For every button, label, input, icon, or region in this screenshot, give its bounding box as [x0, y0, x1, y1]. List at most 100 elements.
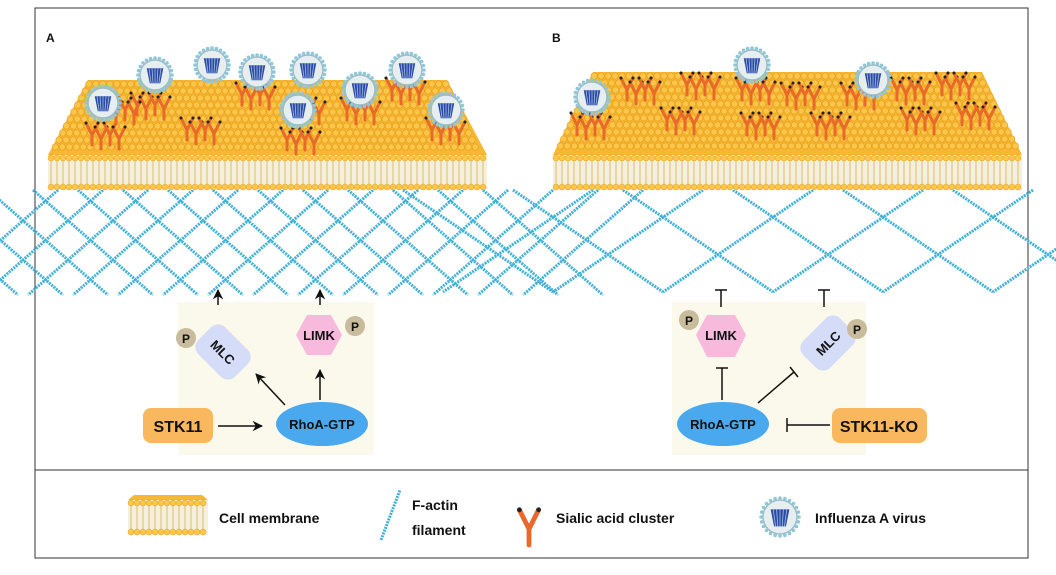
panel-a-membrane-scene [0, 46, 644, 297]
influenza-virus-icon [84, 84, 122, 122]
influenza-virus-icon [279, 91, 317, 129]
f-actin-filament [992, 247, 1056, 294]
legend-sialic-acid-icon [516, 507, 542, 548]
legend-virus-label: Influenza A virus [815, 510, 926, 526]
f-actin-filament [162, 188, 284, 297]
f-actin-filament [522, 188, 644, 297]
sialic-acid-icon [926, 110, 942, 136]
sialic-acid-icon [126, 100, 142, 126]
f-actin-filament [0, 188, 104, 283]
stk11-ko-label: STK11-KO [840, 419, 918, 436]
legend-virus-icon [759, 496, 801, 538]
f-actin-filament [552, 188, 704, 294]
f-actin-filament [252, 188, 374, 297]
f-actin-filament [662, 188, 814, 294]
legend-membrane-label: Cell membrane [219, 510, 320, 526]
sialic-acid-icon [646, 80, 662, 106]
f-actin-filament [167, 188, 289, 297]
legend-actin-icon [379, 489, 402, 541]
sialic-acid-icon [111, 125, 127, 151]
stk11-ko-node [832, 408, 927, 443]
sialic-acid-icon [766, 115, 782, 141]
influenza-virus-icon [733, 46, 771, 84]
influenza-virus-icon [193, 46, 231, 84]
sialic-acid-icon [806, 85, 822, 111]
f-actin-filament [842, 188, 994, 294]
sialic-acid-icon [686, 110, 702, 136]
f-actin-filament [207, 188, 329, 297]
sialic-acid-icon [899, 106, 915, 132]
legend: Cell membrane F-actin filament Sialic ac… [127, 489, 926, 548]
influenza-virus-icon [573, 78, 611, 116]
influenza-virus-icon [759, 496, 801, 538]
f-actin-filament [0, 237, 64, 297]
stk11-node [143, 408, 213, 443]
rhoa-node [677, 402, 769, 446]
sialic-acid-icon [907, 76, 923, 102]
rhoa-node [276, 402, 368, 446]
f-actin-filament [512, 188, 664, 294]
legend-actin-label-1: F-actin [412, 497, 458, 513]
mlc-node: MLC [800, 315, 856, 371]
panel-a-label: A [46, 31, 55, 45]
limk-label: LIMK [705, 328, 737, 343]
f-actin-filament [347, 188, 469, 297]
f-actin-filament [952, 188, 1056, 262]
f-actin-filament [442, 188, 594, 294]
sialic-acid-icon [934, 71, 950, 97]
rhoa-label: RhoA-GTP [690, 417, 756, 432]
phospho-badge [345, 316, 365, 336]
f-actin-filament [387, 188, 509, 297]
influenza-virus-icon [388, 51, 426, 89]
influenza-virus-icon [238, 53, 276, 91]
f-actin-filament [342, 188, 464, 297]
legend-membrane-icon [127, 495, 208, 536]
phospho-label: P [351, 320, 359, 334]
sialic-acid-icon [706, 75, 722, 101]
influenza-virus-icon [136, 56, 174, 94]
phospho-badge [176, 328, 196, 348]
sialic-acid-icon [827, 111, 843, 137]
f-actin-filament [27, 188, 149, 297]
legend-sialic-label: Sialic acid cluster [556, 510, 675, 526]
influenza-virus-icon [854, 61, 892, 99]
phospho-badge [847, 319, 867, 339]
f-actin-filament [482, 188, 604, 297]
stk11-label: STK11 [154, 419, 203, 436]
f-actin-filament [622, 188, 774, 294]
sialic-acid-icon [306, 130, 322, 156]
sialic-acid-icon [206, 120, 222, 146]
influenza-virus-icon [289, 51, 327, 89]
f-actin-filament [402, 188, 554, 294]
figure-frame [34, 7, 1029, 559]
inhibit-bar [789, 366, 799, 378]
panel-b-membrane-scene [402, 46, 1056, 294]
f-actin-filament [122, 188, 244, 297]
limk-node [696, 315, 746, 357]
influenza-virus-icon [427, 91, 465, 129]
sialic-acid-icon [916, 80, 932, 106]
f-actin-filament [302, 188, 424, 297]
f-actin-filament [0, 198, 109, 297]
sialic-acid-icon [961, 75, 977, 101]
limk-label: LIMK [303, 328, 335, 343]
f-actin-filament [392, 188, 514, 297]
phospho-label: P [853, 323, 861, 337]
sialic-acid-icon [156, 95, 172, 121]
f-actin-filament [477, 188, 599, 297]
arrow-rhoa-to-mlc [255, 373, 286, 406]
sialic-acid-icon [619, 76, 635, 102]
phospho-label: P [685, 314, 693, 328]
phospho-badge [679, 310, 699, 330]
sialic-acid-icon [261, 85, 277, 111]
cell-membrane [127, 495, 208, 536]
panel-b-pathway: LIMK P MLC P RhoA-GTP STK11-KO [672, 289, 927, 455]
sialic-acid-icon [954, 101, 970, 127]
sialic-acid-icon [889, 76, 905, 102]
sialic-acid-icon [596, 115, 612, 141]
f-actin-filament [257, 188, 379, 297]
panel-b-label: B [552, 31, 561, 45]
f-actin-filament [32, 188, 154, 297]
f-actin-filament [297, 188, 419, 297]
